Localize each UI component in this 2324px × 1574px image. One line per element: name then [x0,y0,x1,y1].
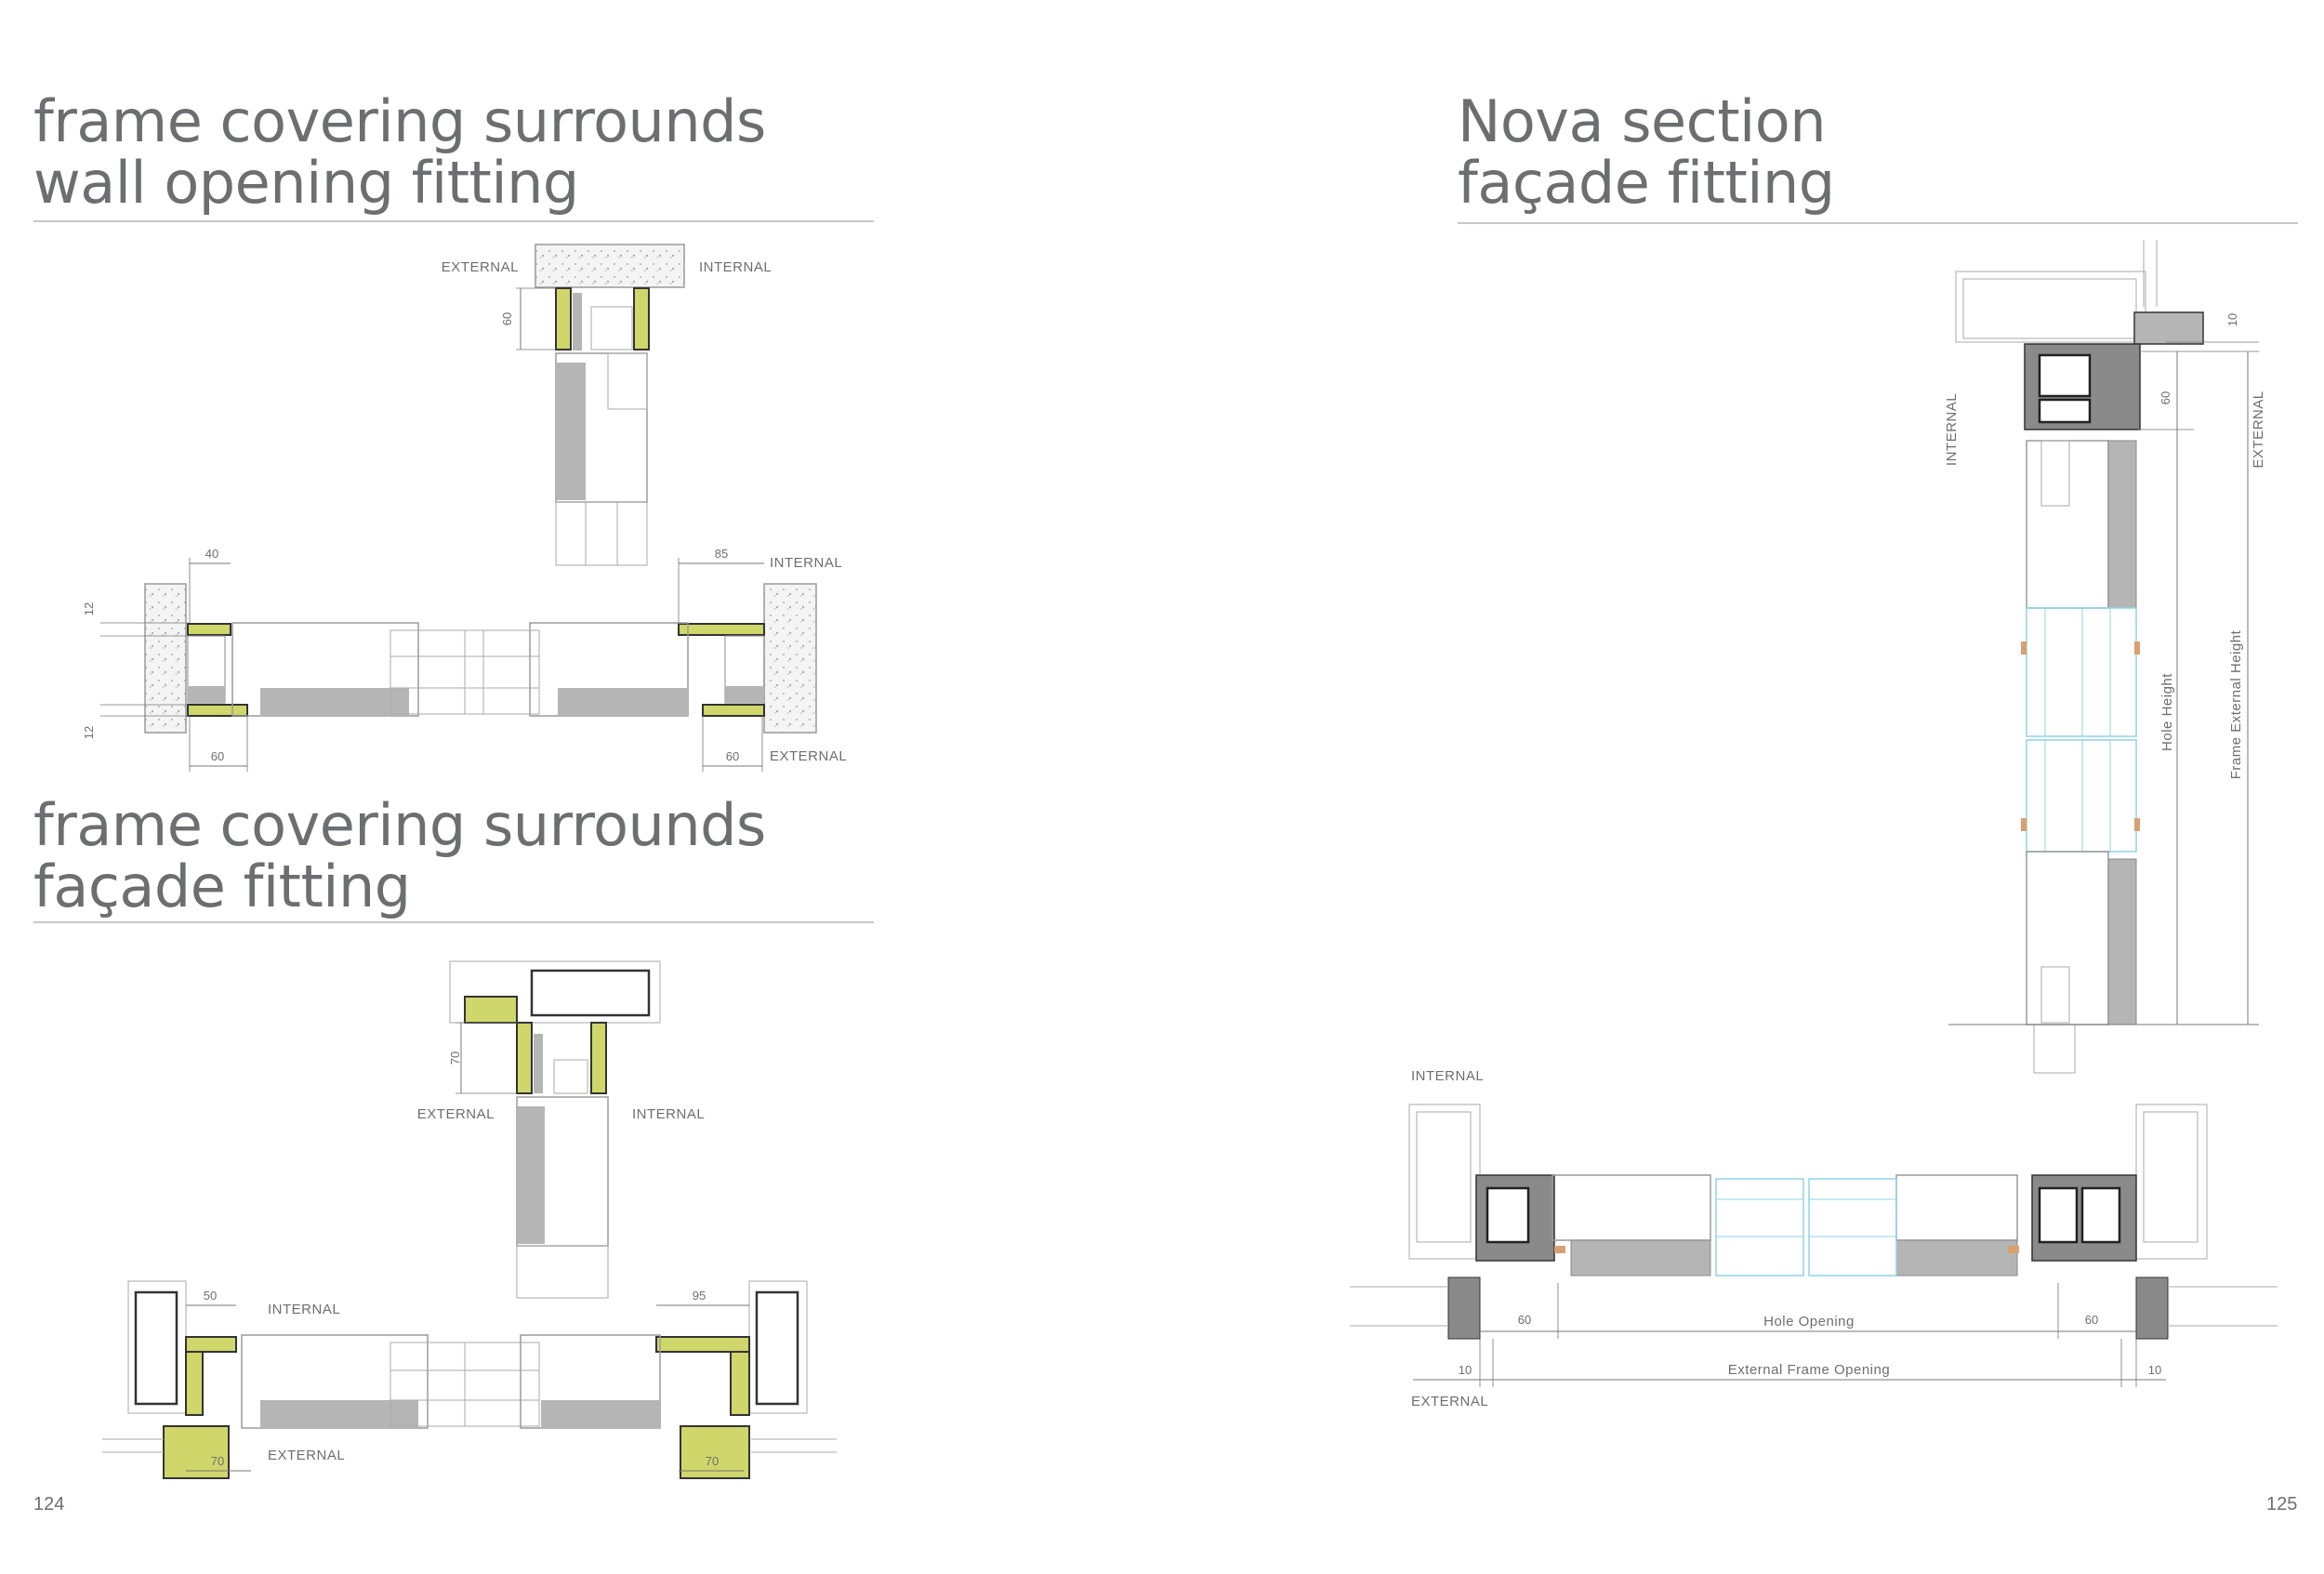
label-internal-vertical: INTERNAL [1944,393,1960,466]
dim-85: 85 [715,547,728,561]
dim-95: 95 [693,1289,706,1303]
dim-60-left: 60 [211,749,224,763]
section1-title: frame covering surrounds wall opening fi… [33,91,766,214]
section1-divider [33,220,874,222]
section1-title-line2: wall opening fitting [33,149,579,217]
nova-title: Nova section façade fitting [1458,91,1835,214]
label-external-right: EXTERNAL [770,748,847,764]
section1-drawing: 60 EXTERNAL INTERNAL 40 85 INTERNAL 12 [82,244,847,772]
section2-title: frame covering surrounds façade fitting [33,795,766,918]
label-external-top: EXTERNAL [442,259,519,275]
insulation-strip [187,623,231,636]
nova-horizontal-drawing: INTERNAL 60 Hole Opening 60 10 External … [1350,1068,2278,1409]
insulation-strip [185,1336,237,1353]
page-number-right: 125 [2266,1494,2298,1514]
insulation-strip [590,1022,607,1094]
page-number-left: 124 [33,1494,65,1514]
wall-masonry-top [535,244,685,288]
dim-40: 40 [205,547,218,561]
insulation-strip [678,623,765,636]
label-internal-mid: INTERNAL [268,1302,340,1317]
dim-60-left: 60 [1518,1313,1531,1327]
dim-50: 50 [204,1289,217,1303]
nova-title-line2: façade fitting [1458,149,1835,217]
section1-title-line1: frame covering surrounds [33,87,766,155]
dim-60-vertical: 60 [2159,391,2172,404]
insulation-strip [464,996,518,1024]
label-internal-top: INTERNAL [699,259,772,275]
insulation-strip [187,704,248,717]
insulation-strip [516,1022,533,1094]
insulation-strip [702,704,765,717]
insulation-strip [680,1425,750,1479]
dim-60-right: 60 [726,749,739,763]
wall-masonry-right [763,583,817,734]
section2-drawing: 70 EXTERNAL INTERNAL 50 INTERNAL 95 70 E… [102,960,837,1479]
label-external-horizontal: EXTERNAL [1411,1394,1488,1409]
label-hole-opening: Hole Opening [1763,1314,1855,1329]
label-frame-external-height: Frame External Height [2228,629,2244,779]
label-external-vertical: EXTERNAL [2251,390,2266,468]
dim-70-right: 70 [706,1454,719,1468]
label-external-frame-opening: External Frame Opening [1728,1362,1890,1378]
dim-60-vertical: 60 [500,312,514,325]
dim-10-right: 10 [2148,1363,2161,1377]
dim-60-right: 60 [2085,1313,2098,1327]
label-internal-top: INTERNAL [632,1106,705,1122]
section2-divider [33,921,874,923]
insulation-strip [655,1336,750,1353]
insulation-strip [555,287,572,351]
nova-vertical-drawing: 10 60 INTERNAL EXTERNAL Hole Height Fram… [1944,240,2266,1074]
nova-title-line1: Nova section [1458,87,1827,155]
insulation-strip [633,287,650,351]
label-hole-height: Hole Height [2159,673,2175,751]
dim-70-vertical: 70 [448,1052,462,1065]
dim-10-top: 10 [2225,313,2239,326]
dim-70-left: 70 [211,1454,224,1468]
wall-masonry-left [144,583,187,734]
label-internal-right: INTERNAL [770,555,842,571]
dim-10-left: 10 [1459,1363,1472,1377]
dim-12-top: 12 [82,602,96,615]
nova-divider [1458,222,2298,224]
label-external-bottom: EXTERNAL [268,1448,345,1463]
label-external-top: EXTERNAL [417,1106,495,1122]
label-internal-horizontal: INTERNAL [1411,1068,1484,1084]
insulation-strip [730,1351,750,1416]
section2-title-line2: façade fitting [33,853,411,920]
section2-title-line1: frame covering surrounds [33,791,766,859]
dim-12-bottom: 12 [82,726,96,739]
insulation-strip [185,1351,204,1416]
